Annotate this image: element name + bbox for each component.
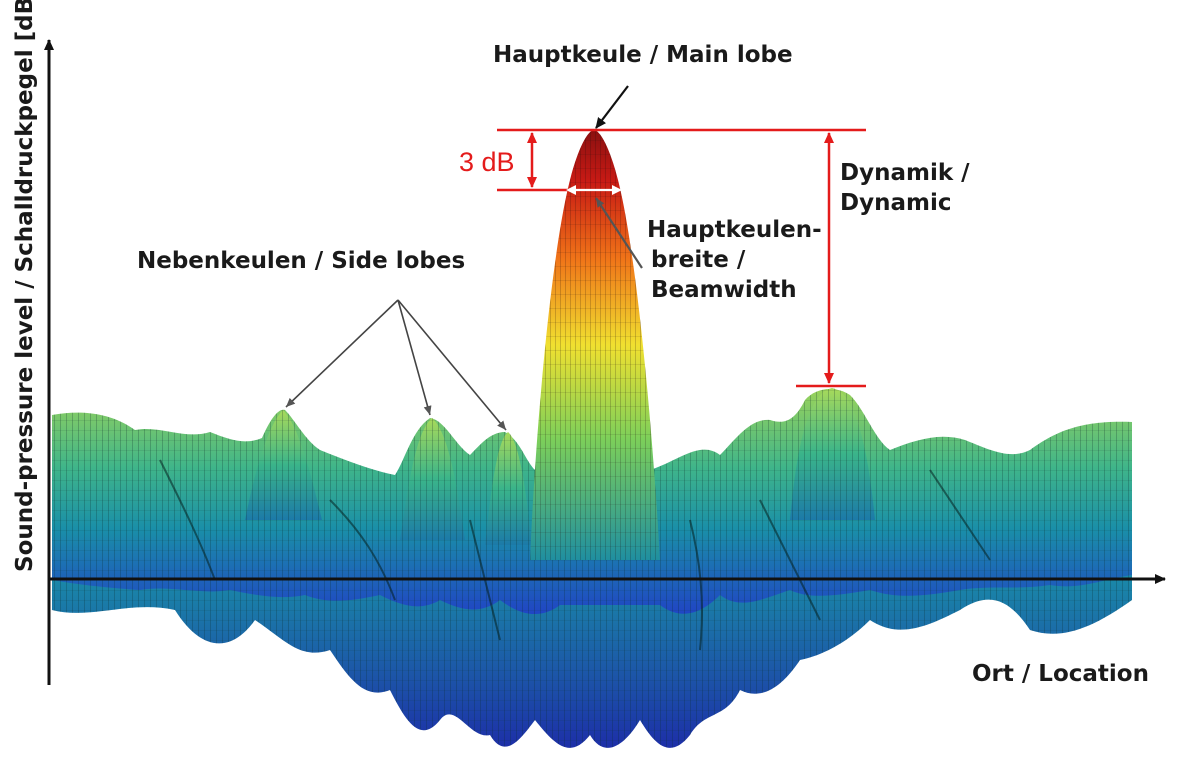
beamwidth-label-2: breite /	[651, 247, 746, 273]
beamwidth-pointer	[595, 197, 643, 269]
main-lobe-pointer	[595, 85, 629, 129]
beamwidth-label-1: Hauptkeulen-	[647, 217, 822, 243]
dynamic-label-1: Dynamik /	[840, 160, 970, 186]
beamwidth-arrow	[566, 185, 622, 195]
dynamic-label-2: Dynamic	[840, 190, 951, 216]
main-lobe-label: Hauptkeule / Main lobe	[493, 42, 793, 68]
y-axis-label: Sound-pressure level / Schalldruckpegel …	[12, 0, 38, 572]
side-lobe-pointer-1	[285, 299, 399, 408]
side-lobe-pointer-3	[397, 299, 507, 431]
three-db-label: 3 dB	[459, 147, 515, 177]
x-axis-label: Ort / Location	[972, 661, 1149, 687]
beamwidth-label-3: Beamwidth	[651, 277, 797, 303]
beam-pattern-surface	[52, 130, 1132, 748]
axes	[44, 39, 1166, 685]
side-lobe-pointer-2	[397, 299, 432, 416]
pointer-arrows	[285, 85, 643, 431]
side-lobes-label: Nebenkeulen / Side lobes	[137, 248, 465, 274]
